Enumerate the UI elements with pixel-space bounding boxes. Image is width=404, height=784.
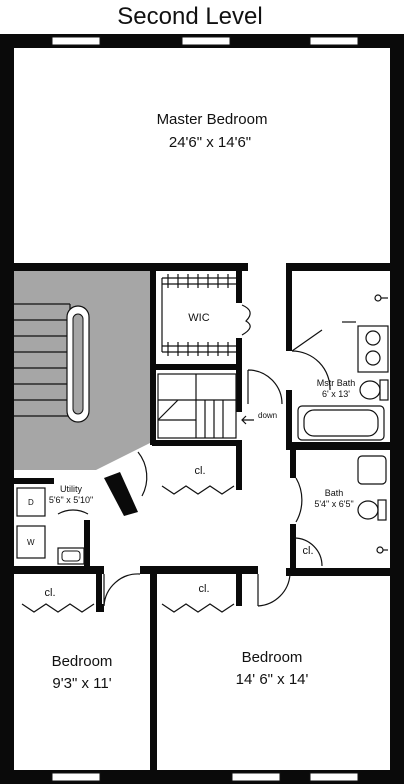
window: [309, 36, 359, 46]
bath-fixtures: [357, 455, 388, 554]
wic-shelving: [161, 274, 251, 356]
utility-dims: 5'6" x 5'10": [49, 495, 93, 505]
down-arrow-icon: [241, 415, 254, 425]
plan-title: Second Level: [117, 3, 262, 30]
window: [181, 36, 231, 46]
bedroom-left-name: Bedroom: [52, 653, 113, 670]
stair-direction-label: down: [258, 411, 277, 420]
washer-label: W: [27, 538, 35, 547]
bedroom-right-closet-label: cl.: [199, 583, 210, 595]
bath-name: Bath: [325, 488, 344, 498]
shower-icon: [357, 455, 387, 485]
bath-dims: 5'4" x 6'5": [314, 499, 353, 509]
bedroom-right-name: Bedroom: [242, 649, 303, 666]
utility-name: Utility: [60, 484, 82, 494]
exterior-walls: [0, 34, 404, 784]
utility-sink: [57, 547, 85, 565]
master-bath-dims: 6' x 13': [322, 389, 350, 399]
stairwell: [14, 270, 152, 470]
lower-stair: [157, 373, 237, 439]
utility-appliances: [16, 487, 85, 565]
dryer: [16, 487, 46, 517]
bedroom-left-dims: 9'3" x 11': [52, 675, 111, 692]
sink-icon: [365, 350, 381, 366]
master-bedroom-dims: 24'6" x 14'6": [169, 134, 251, 151]
window: [51, 36, 101, 46]
master-bath-name: Mstr Bath: [317, 378, 356, 388]
wic-label: WIC: [188, 312, 209, 324]
interior-walls: [0, 263, 404, 784]
master-bath-fixtures: [297, 294, 389, 441]
window: [51, 772, 101, 782]
toilet-icon: [357, 500, 379, 520]
sink-icon: [365, 330, 381, 346]
toilet-icon: [359, 380, 381, 400]
window: [309, 772, 359, 782]
master-bedroom-name: Master Bedroom: [157, 111, 268, 128]
hall-closet-label: cl.: [195, 465, 206, 477]
bedroom-right-dims: 14' 6" x 14': [236, 671, 309, 688]
window: [231, 772, 281, 782]
bath-closet-label: cl.: [303, 545, 314, 557]
bedroom-left-closet-label: cl.: [45, 587, 56, 599]
washer: [16, 525, 46, 559]
dryer-label: D: [28, 498, 34, 507]
closet-doors: [21, 485, 235, 613]
vanity: [357, 325, 389, 373]
door-swings: [57, 329, 331, 607]
bathtub-icon: [297, 405, 385, 441]
